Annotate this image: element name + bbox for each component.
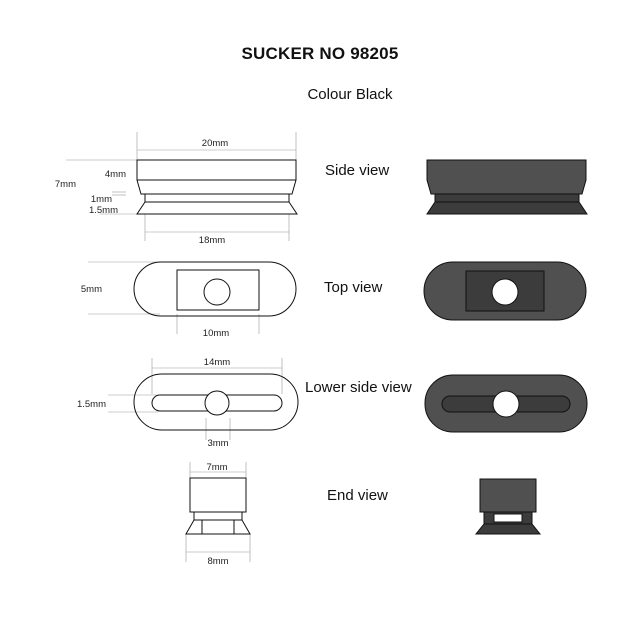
top-body-outline [133,261,297,317]
dim-side-width: 20mm [202,138,228,149]
top-hole-outline [203,278,231,306]
end-gap-dark [493,513,523,523]
dim-lower-slot-width: 14mm [204,357,230,368]
side-neck-dark [434,193,580,203]
dim-top-height: 5mm [81,284,102,295]
dim-lower-hole: 3mm [207,438,228,449]
side-view-drawing: 20mm 4mm 7mm 1mm 1.5mm 18mm [55,132,298,246]
end-view-drawing: 7mm 8mm [185,462,251,567]
side-lip-outline [136,201,298,215]
top-rect-outline [176,269,260,311]
dim-side-base-width: 18mm [199,235,225,246]
end-base-outline [185,511,251,535]
top-view-label: Top view [324,279,383,296]
lower-hole-dark [492,390,520,418]
side-view-render [426,159,588,215]
lower-side-view-render [424,374,588,433]
side-view-label: Side view [325,162,390,179]
end-body-dark [479,478,537,513]
lower-side-view-label: Lower side view [305,379,412,396]
end-body-outline [189,477,247,513]
side-lip-dark [426,201,588,215]
page-title: SUCKER NO 98205 [241,44,399,63]
dim-side-total-height: 7mm [55,179,76,190]
dim-side-body-height: 4mm [105,169,126,180]
lower-hole-outline [204,390,230,416]
end-view-render [474,478,542,535]
dim-end-base-width: 8mm [207,556,228,567]
top-hole-dark [491,278,519,306]
side-body-outline [136,159,297,195]
lower-body-outline [133,373,299,431]
end-view-label: End view [327,487,388,504]
dim-side-lip: 1.5mm [89,205,118,216]
dim-lower-slot-height: 1.5mm [77,399,106,410]
side-neck-outline [144,193,290,203]
top-view-render [423,261,587,321]
dim-end-top-width: 7mm [206,462,227,473]
side-body-dark [426,159,587,195]
end-lip-dark [474,523,542,535]
dim-top-rect-width: 10mm [203,328,229,339]
dim-side-gap: 1mm [91,194,112,205]
colour-label: Colour Black [307,86,393,103]
top-view-drawing: 5mm 10mm [81,261,297,339]
lower-side-view-drawing: 14mm 1.5mm 3mm [77,357,299,449]
